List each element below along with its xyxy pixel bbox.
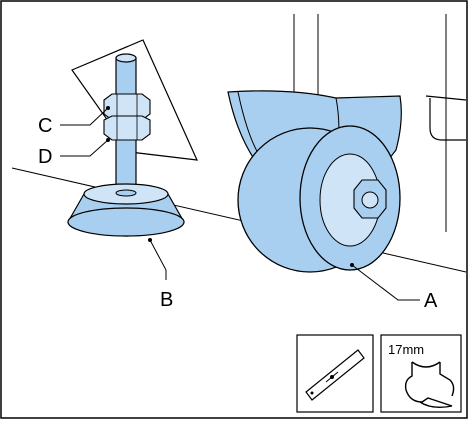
callout-leaders: [60, 107, 420, 301]
lock-nut-d: [103, 115, 151, 141]
wrench-size-label: 17mm: [388, 342, 424, 357]
callout-a: A: [424, 290, 438, 312]
callout-d: D: [38, 146, 52, 168]
floor-line: [11, 167, 467, 273]
lock-nut-c: [103, 93, 151, 121]
callout-b: B: [160, 289, 173, 311]
callout-c: C: [38, 115, 52, 137]
appliance-side-panel: [425, 95, 467, 141]
castor-wheel: [227, 90, 402, 273]
open-end-wrench-icon: [404, 361, 455, 409]
adjustable-foot: [67, 39, 198, 237]
spirit-level-icon: [305, 349, 365, 401]
tool-level-box: [296, 334, 374, 413]
tool-wrench-box: 17mm: [380, 334, 462, 413]
